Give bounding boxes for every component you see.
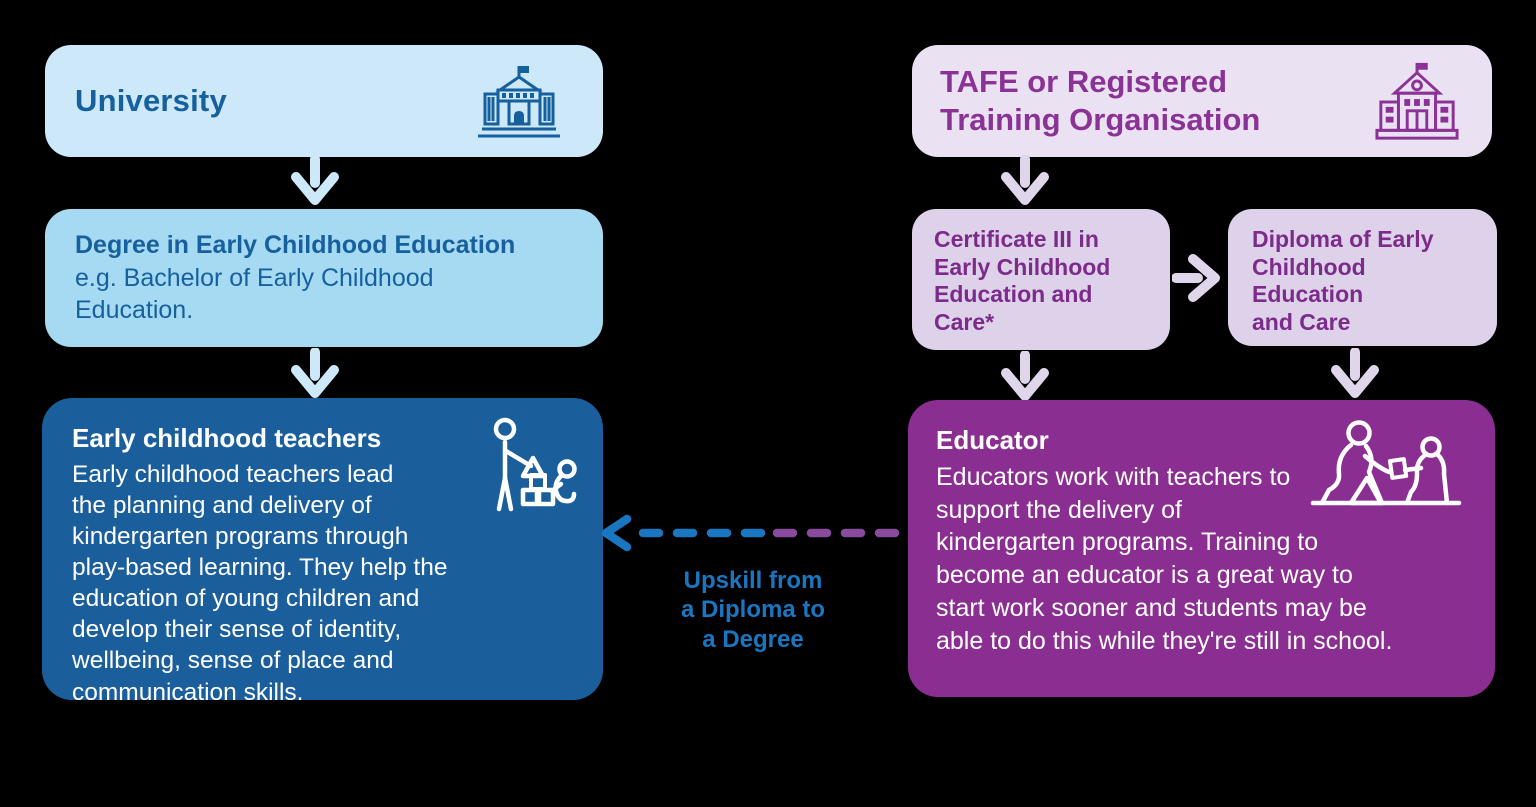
tafe-title: TAFE or Registered Training Organisation bbox=[940, 64, 1261, 137]
right-arrow-icon bbox=[1172, 254, 1220, 302]
degree-box: Degree in Early Childhood Education e.g.… bbox=[45, 209, 603, 347]
teachers-description: Early childhood teachers lead the planni… bbox=[72, 460, 448, 706]
upskill-dashed-arrow-icon bbox=[601, 514, 916, 552]
teachers-heading: Early childhood teachers bbox=[72, 423, 382, 453]
certificate-iii-label: Certificate III in Early Childhood Educa… bbox=[934, 226, 1111, 335]
down-arrow-icon bbox=[1001, 155, 1049, 205]
university-box: University bbox=[45, 45, 603, 157]
school-building-icon bbox=[1375, 62, 1459, 140]
university-title: University bbox=[75, 83, 227, 118]
down-arrow-icon bbox=[291, 348, 339, 398]
diploma-label: Diploma of Early Childhood Education and… bbox=[1252, 226, 1434, 335]
degree-heading: Degree in Early Childhood Education bbox=[75, 231, 516, 259]
diploma-box: Diploma of Early Childhood Education and… bbox=[1228, 209, 1497, 346]
university-building-icon bbox=[478, 66, 560, 138]
educator-description: Educators work with teachers to support … bbox=[936, 462, 1393, 655]
certificate-iii-box: Certificate III in Early Childhood Educa… bbox=[912, 209, 1170, 350]
down-arrow-icon bbox=[1001, 351, 1049, 401]
tafe-box: TAFE or Registered Training Organisation bbox=[912, 45, 1492, 157]
down-arrow-icon bbox=[291, 155, 339, 205]
early-childhood-teachers-box: Early childhood teachers Early childhood… bbox=[42, 398, 603, 706]
down-arrow-icon bbox=[1331, 348, 1379, 398]
degree-description: e.g. Bachelor of Early Childhood Educati… bbox=[75, 263, 434, 325]
educator-with-child-icon bbox=[1310, 420, 1462, 506]
educator-heading: Educator bbox=[936, 425, 1049, 455]
educator-box: Educator Educators work with teachers to… bbox=[908, 400, 1495, 697]
teacher-with-child-icon bbox=[493, 417, 577, 512]
upskill-label: Upskill from a Diploma to a Degree bbox=[680, 567, 825, 653]
